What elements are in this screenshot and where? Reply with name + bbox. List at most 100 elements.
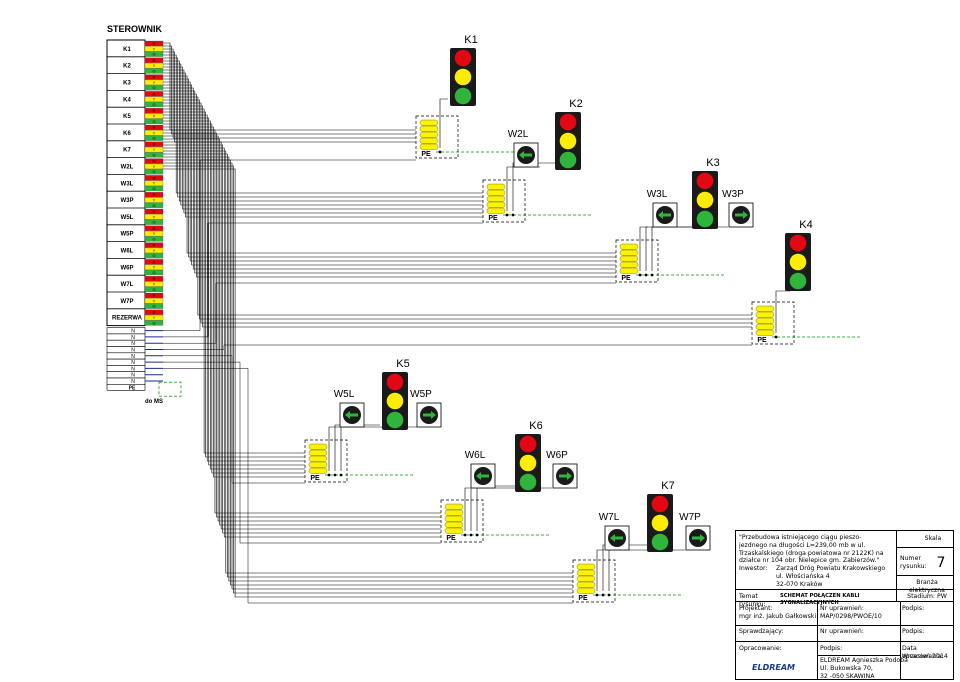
yellow-lamp [519, 454, 537, 472]
connector [755, 329, 775, 336]
controller-terminal [144, 124, 164, 131]
terminal-letter: Y [153, 97, 156, 102]
signal-wire [163, 84, 616, 266]
terminal-letter: Y [153, 46, 156, 51]
red-lamp [519, 435, 537, 453]
signal-wire [163, 165, 573, 594]
neutral-label: N [131, 366, 135, 372]
junction-frame [751, 301, 795, 345]
date: Wrzesień 2014 [902, 653, 948, 660]
junction-box: PE [415, 115, 459, 159]
signal-drop-wire [645, 226, 700, 271]
signal-drop-wire [439, 98, 448, 148]
connector [486, 207, 506, 214]
controller-terminal [144, 230, 164, 237]
terminal-letter: G [152, 304, 155, 309]
terminal-letter: Y [153, 298, 156, 303]
neutral-label: N [131, 360, 135, 366]
signal-drop-wire [596, 549, 604, 591]
tb-divider [736, 601, 954, 602]
pe-label: PE [129, 385, 136, 391]
signal-w6p: W6P [546, 450, 578, 489]
controller-terminal [144, 135, 164, 141]
red-lamp [651, 495, 669, 513]
neutral-row [106, 352, 146, 360]
diagram-title: STEROWNIK [107, 24, 162, 34]
branch: Branża elektryczna [909, 579, 945, 594]
signal-k7: K7 [647, 480, 675, 552]
connector [308, 461, 328, 468]
neutral-return-wire [163, 222, 483, 338]
license-number: MAP/0298/PWOE/10 [820, 613, 882, 620]
signal-drop-wire [470, 485, 520, 531]
neutral-return-wire [163, 344, 752, 350]
signal-wire [163, 60, 483, 202]
signal-wire [163, 93, 616, 278]
connector [755, 323, 775, 330]
terminal-letter: Y [153, 164, 156, 169]
terminal-letter: G [152, 220, 155, 225]
signal-w7l: W7L [599, 512, 630, 551]
title-block: "Przebudowa istniejącego ciągu pieszo-je… [735, 530, 954, 680]
connector [619, 249, 639, 256]
signal-label-k3: K3 [706, 157, 719, 169]
connector [419, 125, 439, 132]
controller-label-w5p: W5P [120, 232, 133, 238]
terminal-letter: R [153, 259, 156, 264]
controller-terminal [144, 214, 164, 220]
tb-divider [817, 641, 818, 679]
terminal-letter: R [153, 209, 156, 214]
drawing-number-label: Numer rysunku: [900, 555, 927, 570]
terminal-letter: Y [153, 315, 156, 320]
neutral-label: N [131, 373, 135, 379]
terminal-letter: R [153, 175, 156, 180]
red-lamp [559, 113, 577, 131]
controller-terminal [144, 192, 164, 198]
controller-terminal [144, 202, 164, 208]
connector [755, 311, 775, 318]
signal-wire [163, 153, 573, 578]
controller-terminal [144, 158, 164, 164]
terminal-letter: Y [153, 231, 156, 236]
signal-w5p: W5P [410, 389, 442, 428]
signal-wire [163, 102, 752, 324]
tb-divider [736, 625, 954, 626]
neutral-return-wire [163, 368, 573, 604]
controller-label-k1: K1 [123, 47, 131, 53]
wire-bundle [163, 42, 862, 604]
signal-label-w5p: W5P [410, 389, 432, 400]
signal-wire [163, 99, 752, 320]
connector [576, 575, 596, 582]
signal-drop-wire [512, 162, 566, 211]
signal-wire [163, 48, 416, 139]
terminal-letter: R [153, 142, 156, 147]
wire-node [463, 533, 467, 537]
signal-wire [163, 45, 416, 135]
red-lamp [386, 373, 404, 391]
signal-label-w6p: W6P [546, 450, 568, 461]
connector [619, 261, 639, 268]
signal-w3l: W3L [647, 189, 678, 228]
yellow-lamp [696, 191, 714, 209]
signal-wire [163, 126, 305, 478]
tb-divider [900, 601, 901, 679]
neutral-return-wire [163, 282, 616, 344]
arrow-left-icon [519, 151, 532, 159]
controller-label-k7: K7 [123, 148, 131, 154]
signal-label-w7l: W7L [599, 512, 620, 523]
signal-wire [163, 75, 616, 254]
controller-terminal [144, 225, 164, 231]
controller-label-w5l: W5L [121, 215, 134, 221]
controller-label-k6: K6 [123, 131, 131, 137]
junction-frame [415, 115, 459, 159]
signal-wire [163, 129, 441, 514]
signal-wire [163, 117, 305, 466]
arrow-right-icon [559, 472, 572, 480]
controller-terminal [144, 242, 164, 248]
wire-node [650, 273, 654, 277]
controller-label-k3: K3 [123, 81, 131, 87]
company-name: ELDREAM Agnieszka Podoba [820, 657, 908, 664]
controller-terminal [144, 169, 164, 175]
controller-label-k5: K5 [123, 114, 131, 120]
stage: Stadium: PW [907, 593, 947, 600]
